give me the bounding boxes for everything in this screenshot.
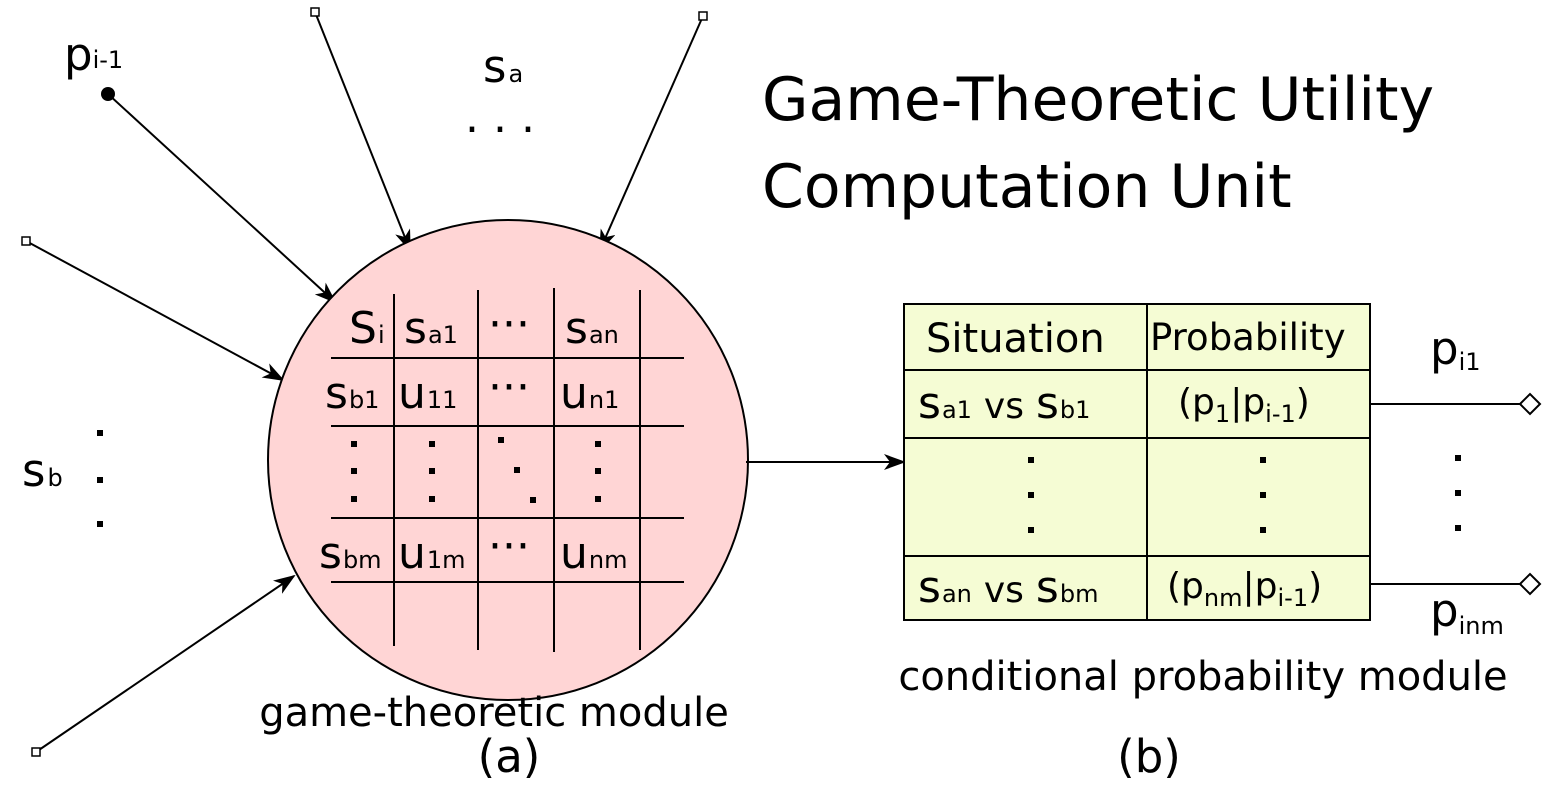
arrow-top-right — [599, 15, 704, 252]
output-lines — [1370, 403, 1520, 585]
table-row1-probability: (p1|pi-1) — [1178, 382, 1310, 428]
p-prev-dot — [101, 87, 115, 101]
matrix-cell-unm: unm — [560, 528, 627, 579]
table-header-situation: Situation — [926, 316, 1105, 362]
matrix-cell-dots: ··· — [488, 362, 530, 413]
input-arrows — [25, 11, 704, 753]
caption-b: (b) — [1117, 730, 1181, 783]
label-s-a: sa — [483, 40, 523, 93]
terminal-p-i1 — [1518, 392, 1542, 416]
matrix-cell-sb1: sb1 — [325, 368, 379, 419]
ellipsis-top: . . . — [465, 92, 535, 143]
matrix-cell-si: Si — [349, 303, 385, 354]
terminal-left-lower — [31, 747, 41, 757]
matrix-cell-dots: ··· — [488, 521, 530, 572]
title-line-1: Game-Theoretic Utility — [762, 65, 1434, 135]
matrix-cell-dots: ··· — [488, 299, 530, 350]
matrix-cell-u1m: u1m — [398, 528, 466, 579]
label-s-b: sb — [22, 444, 63, 497]
output-terminals — [1518, 392, 1542, 596]
terminal-left-upper — [21, 236, 31, 246]
table-header-probability: Probability — [1150, 316, 1346, 359]
table-rown-probability: (pnm|pi-1) — [1167, 566, 1322, 612]
matrix-cell-sbm: sbm — [319, 528, 382, 579]
matrix-header-row: Si sa1 ··· san — [349, 299, 619, 354]
input-terminals — [21, 7, 708, 757]
label-p-prev: pi-1 — [64, 28, 123, 81]
terminal-top-right — [698, 11, 708, 21]
caption-game-module: game-theoretic module — [259, 690, 729, 736]
arrow-left-upper — [25, 240, 285, 381]
caption-a: (a) — [478, 730, 541, 783]
game-module-circle — [267, 219, 749, 701]
matrix-row-b1: sb1 u11 ··· un1 — [325, 362, 619, 419]
arrow-top-left — [314, 11, 411, 252]
matrix-cell-sa1: sa1 — [404, 303, 458, 354]
terminal-top-left — [310, 7, 320, 17]
arrow-left-lower — [35, 574, 296, 753]
label-p-i1: pi1 — [1430, 322, 1481, 376]
label-p-inm: pinm — [1430, 584, 1504, 640]
diagram-title: Game-Theoretic Utility Computation Unit — [762, 65, 1434, 222]
matrix-cell-un1: un1 — [560, 368, 619, 419]
matrix-vertical-dots — [351, 437, 601, 503]
ellipsis-left — [97, 430, 103, 527]
table-vertical-dots — [1028, 457, 1266, 533]
matrix-cell-u11: u11 — [398, 368, 457, 419]
terminal-p-inm — [1518, 572, 1542, 596]
caption-prob-module: conditional probability module — [898, 654, 1507, 700]
arrow-p-prev — [107, 93, 337, 304]
title-line-2: Computation Unit — [762, 152, 1292, 222]
output-vertical-dots — [1455, 455, 1461, 531]
payoff-matrix-grid — [331, 288, 684, 652]
matrix-row-bm: sbm u1m ··· unm — [319, 521, 627, 579]
matrix-cell-san: san — [565, 303, 619, 354]
